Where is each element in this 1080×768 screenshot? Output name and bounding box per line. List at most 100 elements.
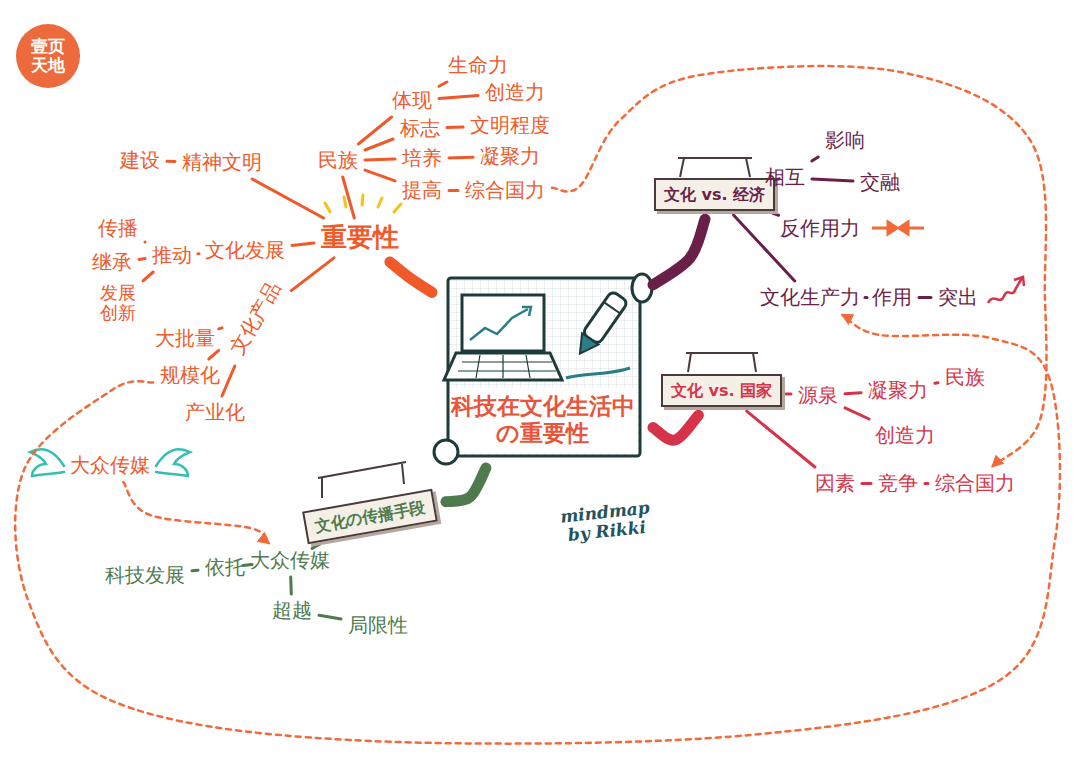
branch-word: 凝聚力 — [865, 378, 931, 403]
wings — [30, 449, 190, 476]
branch-word: 培养 — [399, 146, 445, 171]
branch-line — [289, 577, 293, 594]
node-text: 发展创新 — [100, 283, 136, 323]
branch-line — [291, 258, 334, 291]
branch-line — [292, 243, 314, 245]
branch-line — [747, 411, 815, 467]
branch-line — [319, 615, 341, 619]
branch-sign: 文化 vs. 经济 — [654, 178, 775, 211]
branch-word: 建设 — [117, 148, 163, 173]
branch-word: 反作用力 — [777, 216, 863, 241]
node-text: 影响 — [825, 129, 865, 152]
node-text: 超越 — [272, 599, 312, 622]
node-text: 因素 — [815, 472, 855, 495]
branch-line — [919, 296, 931, 299]
node-text: 突出 — [938, 286, 978, 309]
branch-line — [343, 177, 355, 218]
branch-word: 生命力 — [445, 53, 511, 78]
node-text: 科技在文化生活中の重要性 — [451, 393, 635, 448]
branch-line — [439, 95, 478, 98]
node-text: 文化发展 — [205, 239, 285, 262]
branch-word: 作用 — [869, 285, 915, 310]
node-text: 民族 — [318, 149, 358, 172]
branch-word: 体现 — [389, 88, 435, 113]
node-text: 推动 — [152, 244, 192, 267]
branch-line — [222, 366, 235, 396]
node-text: 重要性 — [321, 223, 399, 253]
branch-word: 民族 — [942, 365, 988, 390]
branch-word: 文明程度 — [467, 113, 553, 138]
node-text: 交融 — [860, 171, 900, 194]
branch-line — [653, 219, 705, 285]
node-text: 产业化 — [185, 401, 245, 424]
node-text: 相互 — [765, 166, 805, 189]
branch-word: 传播 — [95, 216, 141, 241]
branch-word: 综合国力 — [462, 178, 548, 203]
branch-line — [167, 160, 175, 163]
branch-word: 创造力 — [872, 423, 938, 448]
node-text: 文化产品 — [225, 278, 285, 359]
node-text: 文化 vs. 国家 — [671, 381, 772, 400]
main-topic: 重要性 — [318, 222, 402, 254]
node-text: 凝聚力 — [480, 145, 540, 168]
branch-line — [312, 544, 320, 548]
branch-word: 大众传媒 — [247, 548, 333, 573]
branch-word: 精神文明 — [179, 150, 265, 175]
branch-word: 竞争 — [875, 471, 921, 496]
node-text: 反作用力 — [780, 217, 860, 240]
node-text: 大众传媒 — [250, 549, 330, 572]
branch-line — [219, 328, 222, 329]
branch-line — [812, 179, 853, 181]
dashed-link — [15, 315, 1060, 744]
branch-word: 文化发展 — [202, 238, 288, 263]
node-text: 科技发展 — [105, 564, 185, 587]
branch-line — [773, 213, 779, 215]
branch-word: 发展创新 — [97, 282, 139, 324]
branch-word: 文化生产力 — [757, 285, 863, 310]
branch-word: 规模化 — [157, 363, 223, 388]
node-text: 创造力 — [875, 424, 935, 447]
branch-word: 产业化 — [182, 400, 248, 425]
branch-line — [143, 272, 153, 281]
branch-line — [447, 126, 463, 130]
node-text: 培养 — [402, 147, 442, 170]
topic-scroll: 科技在文化生活中の重要性 — [440, 270, 645, 460]
node-text: 民族 — [945, 366, 985, 389]
node-text: 传播 — [98, 217, 138, 240]
node-text: 凝聚力 — [868, 379, 928, 402]
node-text: 规模化 — [160, 364, 220, 387]
dashed-link — [123, 482, 268, 543]
counter-arrows — [872, 222, 924, 234]
squiggle-arrow — [988, 277, 1024, 303]
branch-line — [365, 170, 395, 181]
node-text: 精神文明 — [182, 151, 262, 174]
branch-word: 相互 — [762, 165, 808, 190]
logo-badge: 壹页天地 — [16, 24, 80, 88]
branch-word: 文化产品 — [223, 275, 288, 362]
branch-word: 凝聚力 — [477, 144, 543, 169]
node-text: 文化の传播手段 — [313, 497, 427, 535]
branch-word: 科技发展 — [102, 563, 188, 588]
branch-line — [139, 257, 145, 261]
branch-line — [252, 179, 323, 218]
node-text: 创造力 — [485, 81, 545, 104]
branch-line — [653, 415, 698, 440]
branch-line — [198, 252, 199, 255]
branch-word: 民族 — [315, 148, 361, 173]
node-text: 文化生产力 — [760, 286, 860, 309]
node-text: 标志 — [400, 117, 440, 140]
branch-word: 标志 — [397, 116, 443, 141]
branch-line — [365, 139, 393, 150]
branch-line — [845, 393, 861, 394]
sparks — [325, 195, 401, 212]
node-text: 大批量 — [155, 327, 215, 350]
node-text: 文明程度 — [470, 114, 550, 137]
node-text: 综合国力 — [465, 179, 545, 202]
signature-label: mindmap by Rikki — [558, 498, 653, 545]
branch-line — [862, 482, 871, 485]
node-text: 生命力 — [448, 54, 508, 77]
node-text: 依托 — [205, 556, 245, 579]
branch-line — [786, 392, 791, 395]
branch-line — [365, 158, 395, 162]
